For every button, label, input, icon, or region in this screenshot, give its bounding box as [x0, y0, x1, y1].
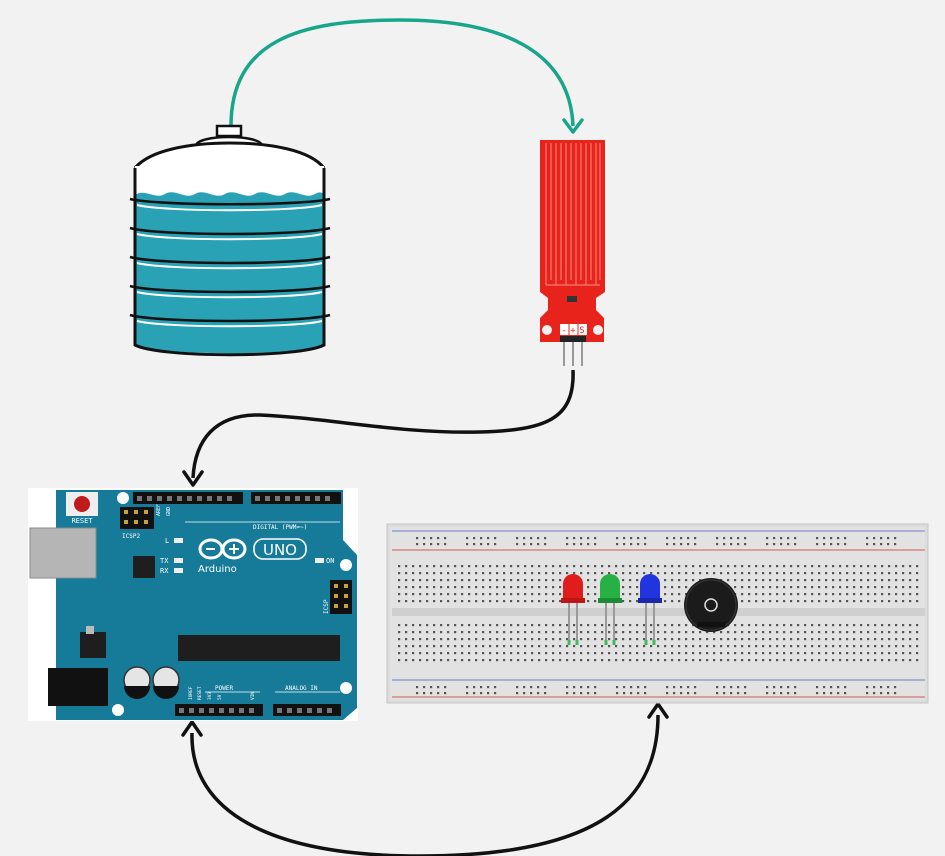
- power-label: POWER: [215, 685, 233, 692]
- breadboard-end-arrowhead: [647, 702, 669, 719]
- sensor-minus-label: -: [561, 326, 566, 336]
- sensor-to-arduino-arrowhead: [182, 470, 204, 487]
- vin-label: VIN: [250, 692, 256, 700]
- reset-button: [74, 496, 90, 512]
- tank-to-sensor-arrow: [229, 18, 575, 129]
- arduino-breadboard-arrow: [190, 714, 660, 856]
- 5v-label: 5V: [217, 694, 223, 700]
- breadboard-icon: [386, 523, 929, 704]
- blue-led-icon: [638, 574, 662, 645]
- reset-label: RESET: [71, 517, 93, 525]
- water-fill: [135, 192, 324, 354]
- aref-label: AREF: [156, 504, 162, 516]
- arduino-end-arrowhead: [181, 720, 203, 737]
- on-label: ON: [326, 557, 334, 565]
- usb-port: [29, 527, 97, 579]
- icsp-label: ICSP: [323, 599, 330, 614]
- microcontroller-chip: [178, 635, 340, 661]
- water-tank-icon: [129, 124, 331, 357]
- gnd-label: GND: [166, 507, 172, 516]
- analog-in-label: ANALOG IN: [285, 685, 318, 692]
- buzzer-icon: [684, 578, 738, 632]
- rx-led-label: RX: [160, 567, 169, 575]
- arduino-uno-board-icon: RESET ICSP2 AREF GND DIGITAL (PWM=~) L T…: [28, 488, 358, 721]
- sensor-signal-label: S: [579, 326, 584, 336]
- sensor-to-arduino-arrow: [191, 369, 575, 479]
- brand-label: Arduino: [198, 564, 237, 575]
- sensor-plus-label: +: [570, 326, 576, 336]
- sensor-pins: [560, 336, 586, 366]
- digital-label: DIGITAL (PWM=~): [253, 524, 307, 531]
- red-led-icon: [561, 574, 585, 645]
- ioref-label: IOREF: [188, 686, 194, 700]
- power-jack: [48, 668, 108, 706]
- tank-to-sensor-arrowhead: [562, 118, 584, 134]
- water-level-sensor-icon: - + S: [540, 140, 605, 366]
- reset-pin-label: RESET: [197, 686, 203, 700]
- breadboard-holes: [398, 537, 919, 695]
- l-led-label: L: [165, 537, 169, 545]
- model-label: UNO: [263, 541, 297, 559]
- tx-led-label: TX: [160, 557, 169, 565]
- icsp2-label: ICSP2: [122, 533, 140, 540]
- green-led-icon: [598, 574, 622, 645]
- 3v3-label: 3V3: [207, 692, 213, 700]
- arduino-logo: [198, 538, 247, 560]
